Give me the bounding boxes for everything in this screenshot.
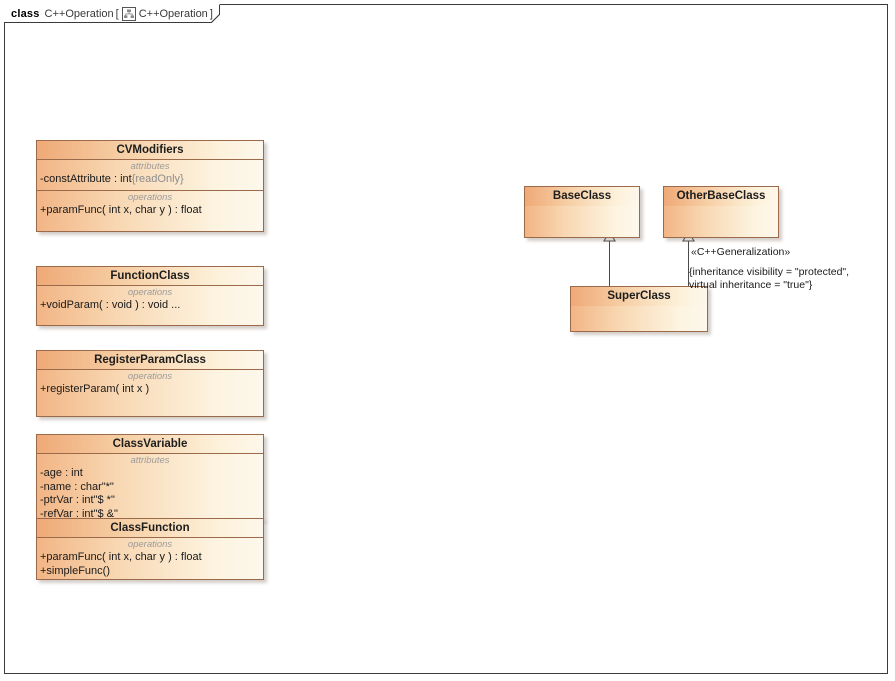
class-member[interactable]: +voidParam( : void ) : void ... <box>37 299 263 313</box>
compartment-label-operations: operations <box>127 371 173 382</box>
frame-bracket-open: [ <box>115 7 119 20</box>
compartment-label-operations: operations <box>127 192 173 203</box>
compartment-label-operations: operations <box>127 539 173 550</box>
connector-stereotype-label: «C++Generalization» <box>691 246 791 258</box>
class-member[interactable]: +registerParam( int x ) <box>37 383 263 397</box>
generalization-line-baseclass[interactable] <box>609 238 610 289</box>
class-name-classvariable: ClassVariable <box>37 435 263 454</box>
uml-class-baseclass[interactable]: BaseClass <box>524 186 640 238</box>
frame-tab-corner <box>210 14 220 23</box>
member-text: +paramFunc( int x, char y ) : float <box>40 551 202 563</box>
class-member[interactable]: -name : char"*" <box>37 481 263 495</box>
member-text: -refVar : int"$ &" <box>40 507 118 520</box>
member-text: -age : int <box>40 467 83 479</box>
class-diagram-icon <box>121 6 136 21</box>
frame-bracket-close: ] <box>209 7 213 20</box>
uml-class-functionclass[interactable]: FunctionClass operations +voidParam( : v… <box>36 266 264 326</box>
class-name-superclass: SuperClass <box>571 287 707 306</box>
uml-class-registerparamclass[interactable]: RegisterParamClass operations +registerP… <box>36 350 264 417</box>
member-text: -constAttribute : int <box>40 173 132 185</box>
compartment-label-operations: operations <box>127 287 173 298</box>
operations-compartment: operations +paramFunc( int x, char y ) :… <box>37 538 263 579</box>
uml-class-classfunction[interactable]: ClassFunction operations +paramFunc( int… <box>36 518 264 580</box>
class-member[interactable]: +simpleFunc() <box>37 565 263 579</box>
operations-compartment: operations +registerParam( int x ) <box>37 370 263 416</box>
member-text: +voidParam( : void ) : void ... <box>40 299 181 311</box>
frame-tab-diagram-name: C++Operation <box>138 7 208 20</box>
member-text: +simpleFunc() <box>40 564 110 577</box>
class-member[interactable]: +paramFunc( int x, char y ) : float <box>37 204 263 218</box>
frame-name-label: C++Operation <box>44 7 114 20</box>
class-name-cvmodifiers: CVModifiers <box>37 141 263 160</box>
class-member[interactable]: +paramFunc( int x, char y ) : float <box>37 551 263 565</box>
uml-class-otherbaseclass[interactable]: OtherBaseClass <box>663 186 779 238</box>
uml-class-classvariable[interactable]: ClassVariable attributes -age : int -nam… <box>36 434 264 520</box>
class-name-classfunction: ClassFunction <box>37 519 263 538</box>
operations-compartment: operations +voidParam( : void ) : void .… <box>37 286 263 325</box>
class-name-baseclass: BaseClass <box>525 187 639 206</box>
attributes-compartment: attributes -age : int -name : char"*" -p… <box>37 454 263 522</box>
compartment-label-attributes: attributes <box>130 161 170 172</box>
class-member[interactable]: -ptrVar : int"$ *" <box>37 494 263 508</box>
class-name-otherbaseclass: OtherBaseClass <box>664 187 778 206</box>
class-name-registerparamclass: RegisterParamClass <box>37 351 263 370</box>
class-member[interactable]: -constAttribute : int{readOnly} <box>37 173 263 187</box>
frame-kind-label: class <box>11 7 40 20</box>
uml-class-superclass[interactable]: SuperClass <box>570 286 708 332</box>
member-text: -ptrVar : int"$ *" <box>40 494 115 506</box>
operations-compartment: operations +paramFunc( int x, char y ) :… <box>37 191 263 231</box>
compartment-label-attributes: attributes <box>130 455 170 466</box>
attributes-compartment: attributes -constAttribute : int{readOnl… <box>37 160 263 191</box>
member-modifier: {readOnly} <box>131 173 184 185</box>
generalization-line-otherbaseclass[interactable] <box>688 238 689 289</box>
member-text: -name : char"*" <box>40 480 114 493</box>
member-text: +registerParam( int x ) <box>40 383 150 395</box>
uml-class-cvmodifiers[interactable]: CVModifiers attributes -constAttribute :… <box>36 140 264 232</box>
class-member[interactable]: -refVar : int"$ &" <box>37 508 263 522</box>
connector-constraint-line-2: virtual inheritance = "true"} <box>689 279 813 291</box>
member-text: +paramFunc( int x, char y ) : float <box>40 204 202 216</box>
diagram-frame-tab[interactable]: class C++Operation [ C++Operation ] <box>4 4 220 23</box>
connector-constraint-line-1: {inheritance visibility = "protected", <box>689 266 850 278</box>
class-member[interactable]: -age : int <box>37 467 263 481</box>
class-name-functionclass: FunctionClass <box>37 267 263 286</box>
